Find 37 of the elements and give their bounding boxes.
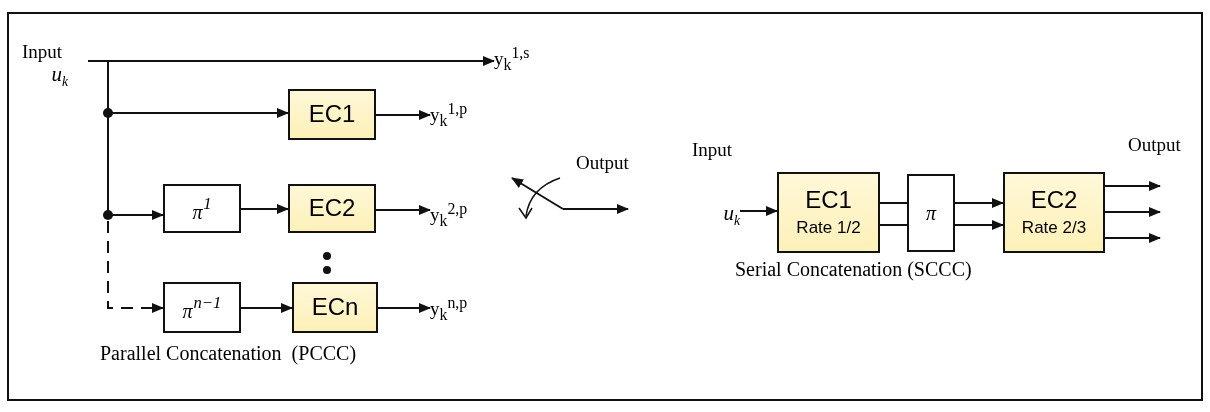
encoder-box <box>288 89 376 140</box>
block-name: EC1 <box>805 186 852 214</box>
caption: Parallel Concatenation (PCCC) <box>100 342 357 365</box>
block-name: ECn <box>311 294 359 321</box>
arrow <box>1104 233 1161 243</box>
arrow <box>739 206 778 216</box>
encoder-box <box>292 282 378 333</box>
interleaver-box <box>907 174 955 252</box>
arrow <box>954 198 1004 208</box>
block-name: π$^{n−1}$ <box>182 293 222 322</box>
arrow <box>375 205 431 215</box>
arrow <box>1104 181 1161 191</box>
arrow <box>377 303 431 313</box>
caption: Serial Concatenation (SCCC) <box>735 258 972 281</box>
encoder-box <box>288 184 376 233</box>
block-name: EC2 <box>308 195 356 222</box>
arrow <box>240 303 293 313</box>
output-label: Output <box>1128 134 1181 156</box>
input-label: Input <box>22 42 63 63</box>
encoder-box <box>1003 172 1105 253</box>
output-label: Output <box>576 152 629 174</box>
interleaver-box <box>163 282 241 333</box>
block-name: π$^{1}$ <box>192 194 212 223</box>
input-label: Input <box>692 140 733 161</box>
rate-text: Rate 2/3 <box>1021 219 1087 239</box>
arrow <box>375 110 431 120</box>
rate-text: Rate 1/2 <box>796 219 861 239</box>
block-name: EC2 <box>1030 186 1078 214</box>
block-name: EC1 <box>308 101 356 128</box>
arrow <box>240 204 289 214</box>
arrow <box>1104 207 1161 217</box>
arrow <box>954 220 1004 230</box>
interleaver-box <box>163 184 241 233</box>
math-symbol: u$_{k}$ <box>723 202 740 228</box>
block-name: π <box>926 202 936 224</box>
math-symbol: u$_{k}$ <box>51 62 68 89</box>
encoder-box <box>777 172 880 253</box>
